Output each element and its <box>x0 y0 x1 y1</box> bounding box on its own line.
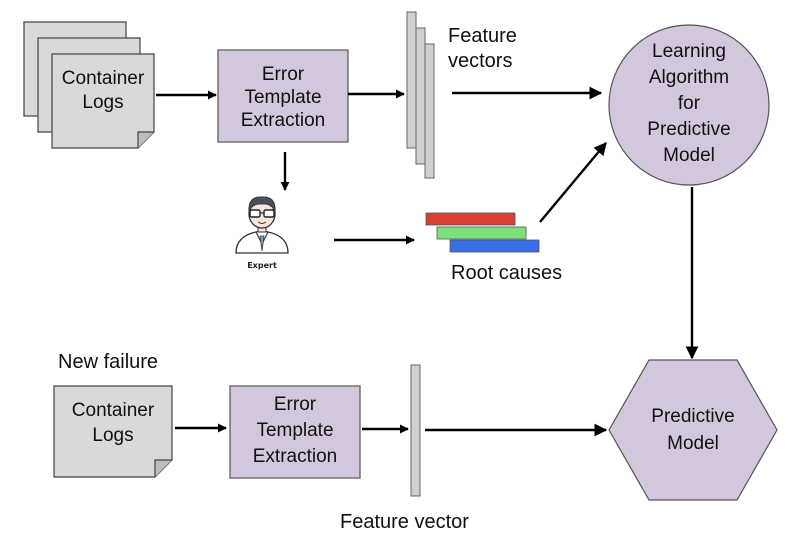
learning-node-line5: Model <box>663 145 715 166</box>
feature-vector-bar <box>415 27 426 165</box>
feature-vector-bar <box>424 43 435 179</box>
expert-caption: Expert <box>247 261 277 270</box>
learning-node-line2: Algorithm <box>649 67 729 88</box>
learning-algorithm-node: Learning Algorithm for Predictive Model <box>608 24 770 186</box>
feature-vectors-label-line1: Feature <box>448 25 517 47</box>
root-cause-bar-blue <box>449 239 540 253</box>
arrow-rootcauses-to-learning <box>539 142 607 223</box>
container-logs-label-line1: Container <box>62 68 145 89</box>
predictive-model-line2: Model <box>667 433 719 454</box>
extraction-label-line1: Error <box>262 64 305 85</box>
feature-vectors-label-line2: vectors <box>448 50 512 72</box>
predictive-model-line1: Predictive <box>651 406 734 427</box>
root-cause-bar-green <box>436 226 527 240</box>
predictive-model-node: Predictive Model <box>608 359 778 501</box>
root-cause-bar-red <box>425 212 516 226</box>
inference-extraction-box: Error Template Extraction <box>229 385 361 479</box>
feature-vector-bar <box>406 11 417 149</box>
log-page-fold <box>137 131 154 148</box>
root-causes-bars <box>425 212 540 253</box>
inference-extraction-line2: Template <box>256 420 333 441</box>
new-logs-label-line1: Container <box>72 400 155 421</box>
extraction-label-line2: Template <box>244 87 321 108</box>
single-feature-vector-bar <box>410 364 421 497</box>
feature-vector-label: Feature vector <box>340 511 469 533</box>
learning-node-line4: Predictive <box>647 119 730 140</box>
inference-extraction-line3: Extraction <box>253 446 337 467</box>
learning-node-line3: for <box>678 93 701 114</box>
root-causes-label: Root causes <box>451 262 562 284</box>
extraction-box: Error Template Extraction <box>217 49 349 143</box>
feature-vectors-stack <box>406 11 435 179</box>
expert-avatar-icon <box>235 196 289 254</box>
container-logs-stack: Container Logs <box>23 21 155 149</box>
new-container-logs-doc: Container Logs <box>53 385 173 478</box>
inference-extraction-line1: Error <box>274 394 317 415</box>
learning-node-line1: Learning <box>652 41 726 62</box>
extraction-label-line3: Extraction <box>241 110 325 131</box>
new-logs-label-line2: Logs <box>92 425 133 446</box>
new-failure-label: New failure <box>58 351 158 373</box>
container-logs-label-line2: Logs <box>82 92 123 113</box>
